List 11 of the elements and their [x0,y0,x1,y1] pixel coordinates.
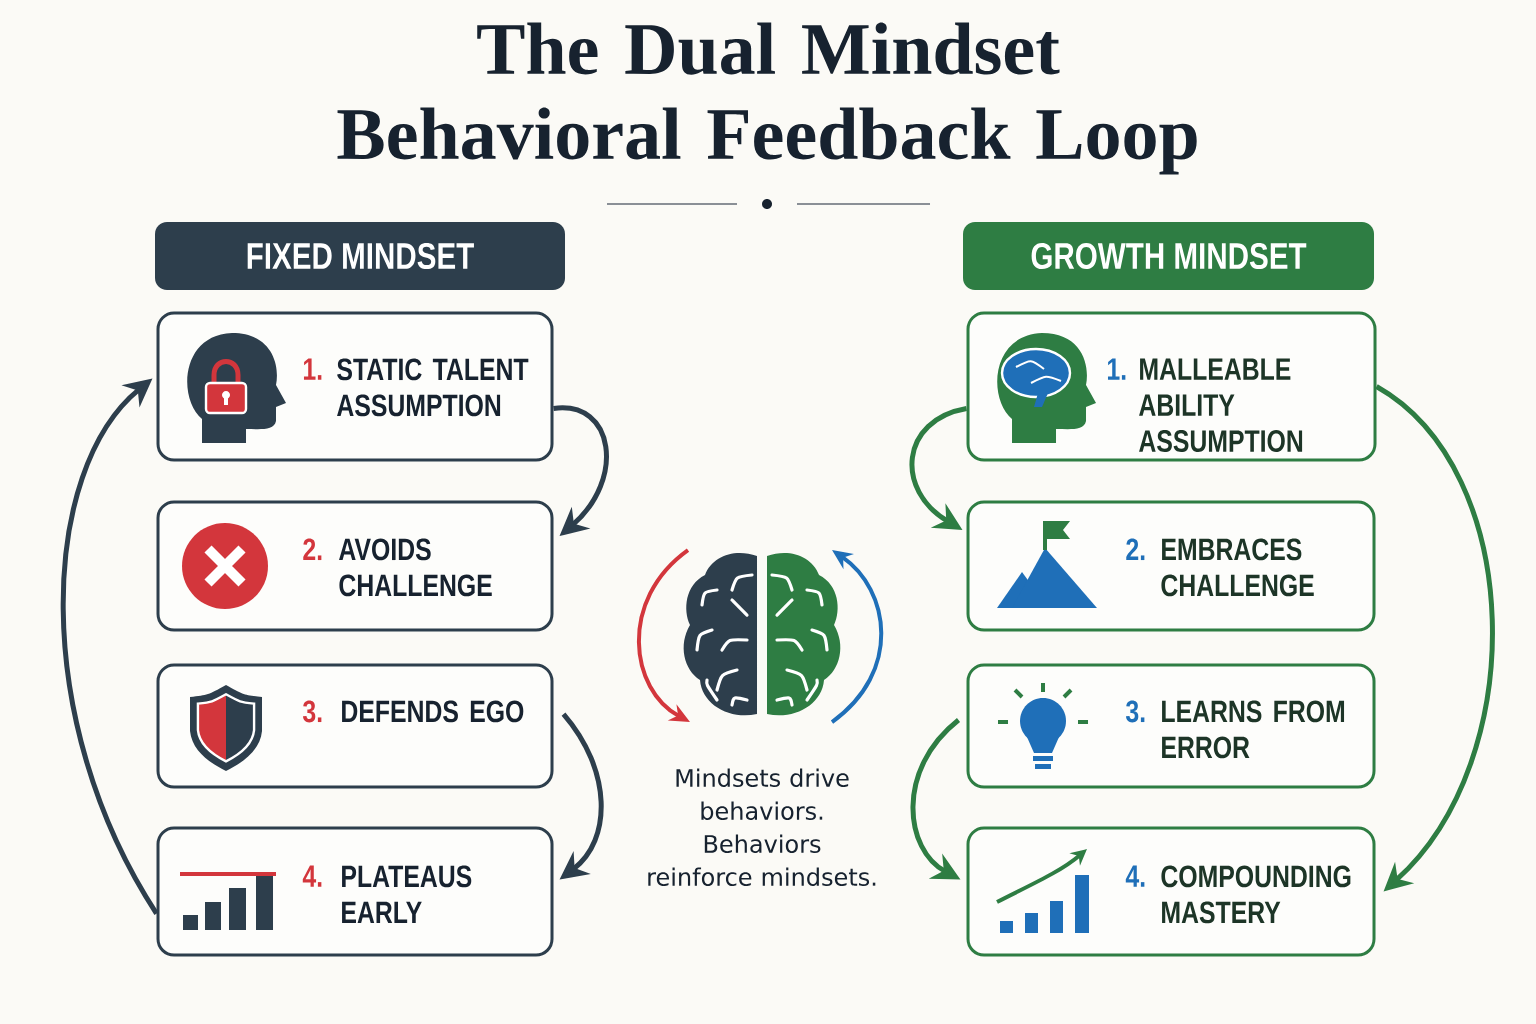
caption-text: Mindsets drive behaviors. Behaviors reinforce mindsets. [648,768,876,886]
cycle-arrow [910,718,961,880]
title: The Dual Mindset Behavioral Feedback Loop [337,22,1197,175]
step-box: 2. EMBRACES CHALLENGE [966,500,1376,632]
header-band: GROWTH MINDSET [963,222,1374,290]
step-box: 4. PLATEAUS EARLY [156,826,554,957]
header-band: FIXED MINDSET [155,222,565,290]
step-box: 3. DEFENDS EGO [156,663,554,789]
step-box: 4. COMPOUNDING MASTERY [966,826,1376,957]
cycle-arrow [909,406,968,530]
step-box: 3. LEARNS FROM ERROR [966,663,1376,789]
